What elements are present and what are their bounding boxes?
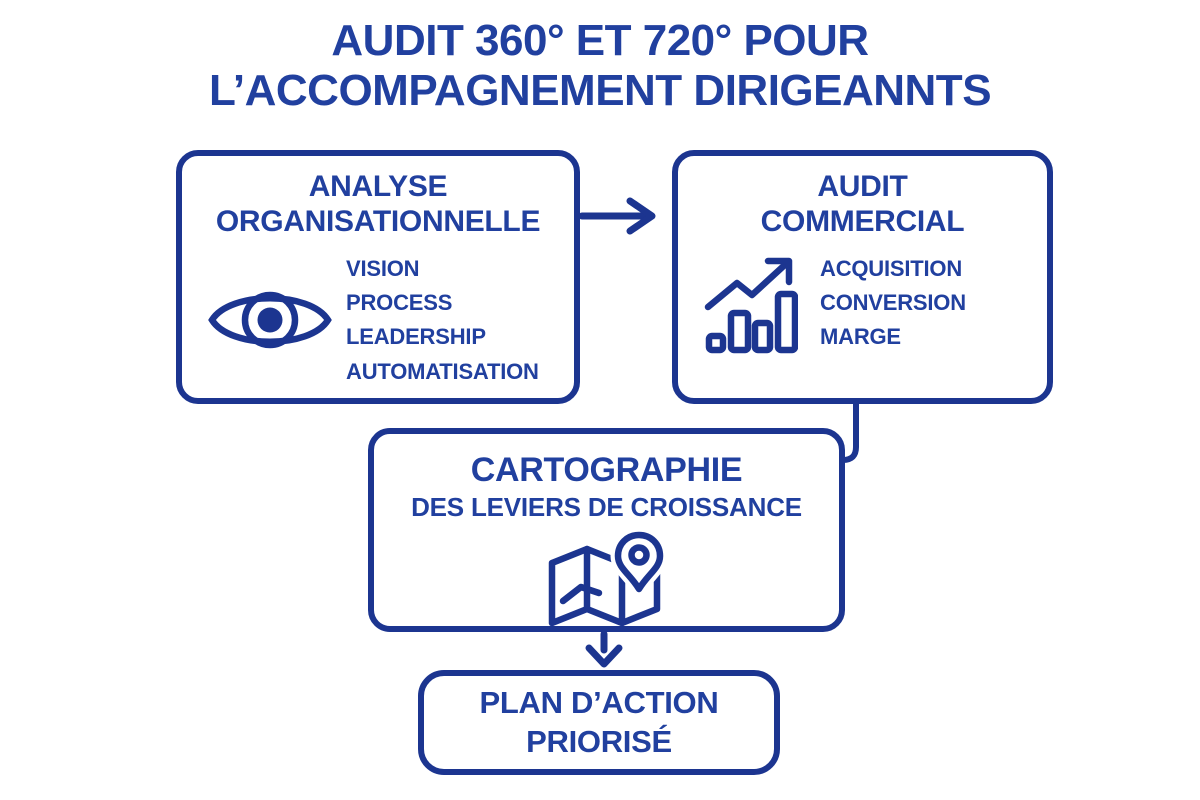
analyse-title-line-1: ANALYSE xyxy=(308,170,448,203)
list-item: AUTOMATISATION xyxy=(346,358,539,384)
analyse-box-title: ANALYSE ORGANISATIONNELLE xyxy=(182,169,574,240)
analyse-feature-list: VISION PROCESS LEADERSHIP AUTOMATISATION xyxy=(346,252,539,389)
growth-bar-chart-icon xyxy=(704,258,798,354)
list-item: ACQUISITION xyxy=(820,255,963,281)
cartographie-title-line-1: CARTOGRAPHIE xyxy=(470,451,743,489)
page-title-line-2: L’ACCOMPAGNEMENT DIRIGEANNTS xyxy=(208,65,992,115)
cartographie-box: CARTOGRAPHIE DES LEVIERS DE CROISSANCE xyxy=(368,428,845,632)
list-item: PROCESS xyxy=(346,290,453,316)
page-title-line-1: AUDIT 360° ET 720° POUR xyxy=(331,16,869,65)
folded-map-pin-icon xyxy=(548,529,667,626)
list-item: MARGE xyxy=(820,324,901,350)
cartographie-icon-wrap xyxy=(374,529,839,626)
eye-icon xyxy=(208,292,332,349)
cartographie-title-line-2: DES LEVIERS DE CROISSANCE xyxy=(411,492,802,523)
audit-box-title: AUDIT COMMERCIAL xyxy=(678,169,1047,240)
analyse-title-line-2: ORGANISATIONNELLE xyxy=(215,205,541,239)
plan-action-box: PLAN D’ACTION PRIORISÉ xyxy=(418,670,780,775)
plan-title-line-1: PLAN D’ACTION xyxy=(479,685,719,721)
page-title: AUDIT 360° ET 720° POUR L’ACCOMPAGNEMENT… xyxy=(0,16,1200,115)
list-item: VISION xyxy=(346,255,420,281)
audit-title-line-1: AUDIT xyxy=(817,170,908,203)
analyse-organisationnelle-box: ANALYSE ORGANISATIONNELLE VISION PROCESS… xyxy=(176,150,580,404)
audit-box-body: ACQUISITION CONVERSION MARGE xyxy=(704,252,1047,355)
arrow-cartographie-to-plan-icon xyxy=(585,630,623,668)
audit-commercial-box: AUDIT COMMERCIAL ACQUISITION CONVERSION … xyxy=(672,150,1053,404)
list-item: LEADERSHIP xyxy=(346,324,486,350)
audit-title-line-2: COMMERCIAL xyxy=(760,205,965,239)
arrow-analyse-to-audit-icon xyxy=(578,197,656,235)
audit-feature-list: ACQUISITION CONVERSION MARGE xyxy=(820,252,966,355)
list-item: CONVERSION xyxy=(820,290,966,316)
analyse-box-body: VISION PROCESS LEADERSHIP AUTOMATISATION xyxy=(208,252,574,389)
plan-title-line-2: PRIORISÉ xyxy=(526,723,672,759)
